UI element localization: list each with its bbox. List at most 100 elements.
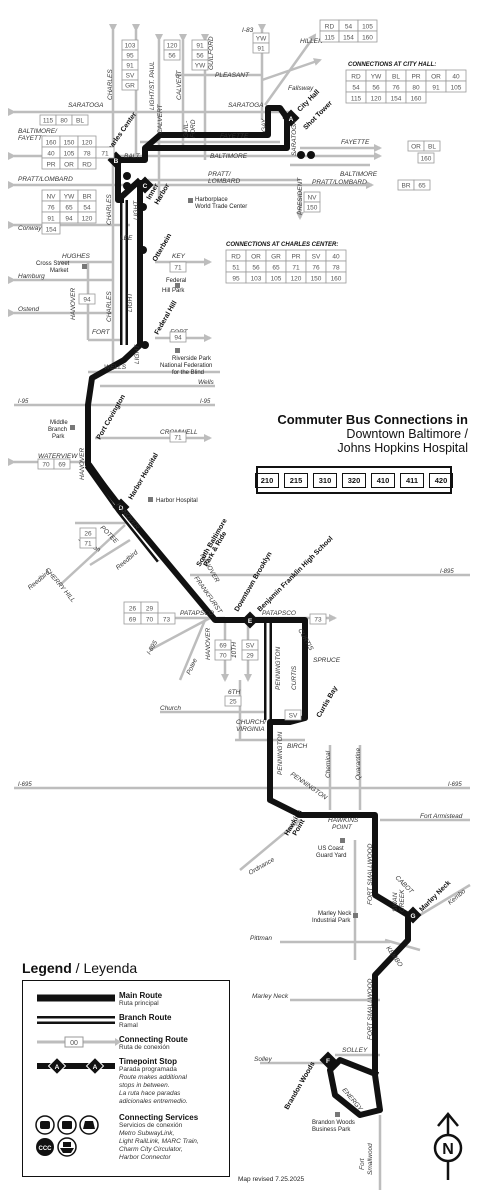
route-saratoga_left-box <box>71 114 89 126</box>
legend-timepoint-note-4: adicionales entremedio. <box>119 1098 188 1105</box>
route-patapsco-left: 73 <box>163 617 171 624</box>
route-patapsco-left: 70 <box>146 617 154 624</box>
charles-label: CHARLES <box>107 69 114 100</box>
route-key_right-box <box>169 261 187 273</box>
legend-services-es: Servicios de conexión <box>119 1122 183 1129</box>
route-hanover-south: 70 <box>219 653 227 660</box>
otterbein-stop-label: Otterbein <box>152 233 174 263</box>
patapsco-right-label: PATAPSCO <box>262 610 296 617</box>
fort-armistead-label: Fort Armistead <box>420 813 463 820</box>
commuter-route: 411 <box>400 472 424 488</box>
spruce-label: SPRUCE <box>313 657 341 664</box>
charles-center-route: 120 <box>291 276 302 283</box>
marley-neck-ip-label-2: Industrial Park <box>312 918 351 924</box>
balt-label: BALT. <box>124 153 141 160</box>
route-patapsco-left: 69 <box>129 617 137 624</box>
legend-connecting-en: Connecting Route <box>119 1035 188 1044</box>
services-swatch: CCC <box>35 1115 99 1157</box>
calvert-label-2: CALVERT <box>157 103 164 134</box>
city-hall-route: BL <box>392 74 400 81</box>
route-pratt-left-box <box>41 222 61 235</box>
pratt-lombard-label: PRATT/LOMBARD <box>18 176 73 183</box>
light-st-paul-label: LIGHT/ST. PAUL <box>149 61 156 110</box>
route-patapsco-left-box <box>157 612 176 625</box>
i83-label: I-83 <box>242 27 254 34</box>
pittman-label: Pittman <box>250 935 272 942</box>
calvert-label: CALVERT <box>176 69 183 100</box>
i895-diag-label: I-895 <box>146 639 160 656</box>
i695-label-2: I-695 <box>448 782 462 788</box>
city-hall-route: 54 <box>352 85 360 92</box>
route-fayette_right: OR <box>411 144 421 151</box>
route-cromwell_right: 71 <box>174 435 182 442</box>
charles-center-route: 65 <box>272 265 280 272</box>
brandon-woods-bp-label-2: Business Park <box>312 1127 351 1133</box>
route-fayette_right-box <box>423 140 441 152</box>
light-label-3: LIGHT <box>134 344 141 364</box>
timepoint-a-label: A <box>289 116 294 123</box>
route-curtis_sv-box <box>284 709 302 721</box>
route-pratt-left: 76 <box>47 205 55 212</box>
fort-label: FORT <box>92 329 111 336</box>
legend: Legend / Leyenda Main Route Ruta princip… <box>22 960 230 1177</box>
fort-smallwood-label-4: Smallwood <box>367 1143 374 1175</box>
legend-branch-en: Branch Route <box>119 1013 172 1022</box>
route-pratt-left: BR <box>82 194 91 201</box>
harbor-hospital-place-label: Harbor Hospital <box>156 498 198 504</box>
light-label-2: LIGHT <box>127 292 134 312</box>
route-charles_north-box <box>121 79 139 91</box>
timepoint-sample-label-2: A <box>93 1064 98 1071</box>
route-key_right: 71 <box>174 265 182 272</box>
route-gay_north: 91 <box>257 46 265 53</box>
connecting-sample-label: 00 <box>70 1040 78 1047</box>
map-revised-date: Map revised 7.25.2025 <box>238 1176 305 1183</box>
legend-timepoint-es: Parada programada <box>119 1066 177 1073</box>
route-patapsco_right: 73 <box>314 617 322 624</box>
timepoint-b-label: B <box>114 158 119 165</box>
hanover-south-label: HANOVER <box>205 628 212 660</box>
charles-center-route: RD <box>231 254 241 261</box>
route-baltimore-left: 78 <box>83 151 91 158</box>
legend-title: Legend / Leyenda <box>22 960 230 976</box>
route-charles_north: 91 <box>126 63 134 70</box>
charles-center-route: 105 <box>271 276 282 283</box>
charles-label-2: CHARLES <box>106 194 113 225</box>
route-hillen-top: 54 <box>345 24 353 31</box>
cross-street-label-2: Market <box>50 268 69 274</box>
city-hall-route: 40 <box>452 74 460 81</box>
route-saratoga_left: 80 <box>60 118 68 125</box>
legend-timepoint-note-3: La ruta hace paradas <box>119 1090 181 1097</box>
harbor-connector-icon <box>57 1137 77 1157</box>
legend-branch-es: Ramal <box>119 1022 138 1029</box>
commuter-line3: Johns Hopkins Hospital <box>337 441 468 455</box>
coast-guard-label: US Coast <box>318 846 344 852</box>
lee-label: LEE <box>120 235 133 242</box>
fayette-label: FAYETTE <box>220 133 249 140</box>
legend-services-note-4: Harbor Connector <box>119 1154 171 1161</box>
route-potee-left: 26 <box>84 531 92 538</box>
connecting-route-swatch: 00 <box>37 1036 121 1048</box>
gay-label: GAY <box>261 118 268 132</box>
marley-neck-stop-label: Marley Neck <box>418 879 452 913</box>
route-baltimore-left: 160 <box>46 140 57 147</box>
city-hall-route: 120 <box>371 96 382 103</box>
charles-center-route: 51 <box>232 265 240 272</box>
coast-guard-label-2: Guard Yard <box>316 853 346 859</box>
conway-label: Conway <box>18 225 42 232</box>
federal-hill-park-label-2: Hill Park <box>162 288 185 294</box>
city-hall-route: 80 <box>412 85 420 92</box>
guil-ford-label: GUIL- <box>183 120 190 138</box>
route-president_south: 150 <box>307 205 318 212</box>
cross-street-label: Cross Street <box>36 261 70 267</box>
swan-creek-label-2: CREEK <box>399 889 406 912</box>
pennington-label-2: PENNINGTON <box>277 731 284 775</box>
lombard-label: LOMBARD <box>208 178 240 185</box>
route-pratt-left: 65 <box>65 205 73 212</box>
charles-center-route-box <box>325 271 347 284</box>
harborplace-label: Harborplace <box>195 197 228 203</box>
city-hall-route: 105 <box>451 85 462 92</box>
route-pratt-left-box <box>77 211 97 224</box>
president-label: PRESIDENT <box>297 177 304 215</box>
